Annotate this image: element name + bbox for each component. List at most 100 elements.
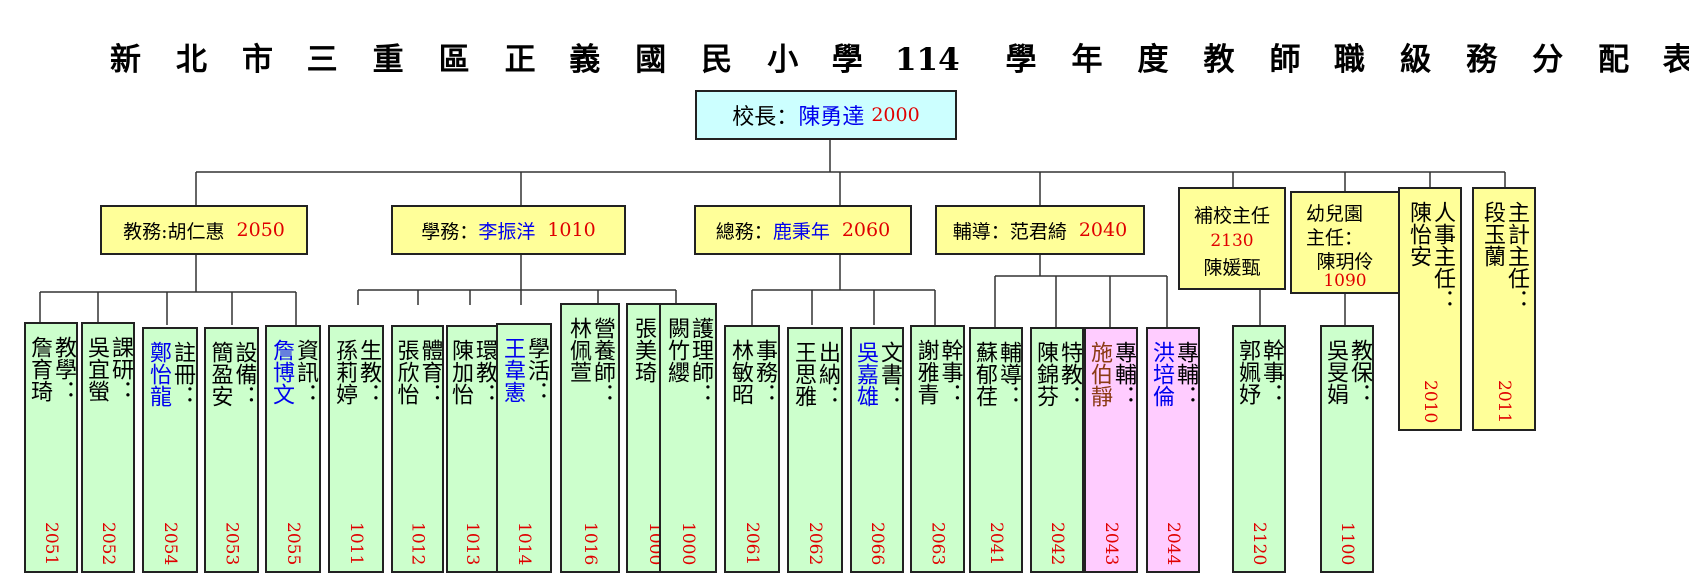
title-char: 正 bbox=[504, 42, 536, 78]
staff-name: 張美琦 bbox=[631, 317, 656, 383]
staff-box: 資訊：詹博文 2055 bbox=[265, 325, 321, 573]
personnel-director-box: 陳怡安人事主任： 2010 bbox=[1398, 187, 1462, 431]
department-role: 總務： bbox=[715, 220, 773, 243]
staff-role: 教保： bbox=[1347, 339, 1372, 405]
staff-role: 特教： bbox=[1057, 341, 1082, 407]
department-head-name: 胡仁惠 bbox=[167, 220, 225, 243]
title-char: 度 bbox=[1137, 42, 1169, 78]
supplementary-name: 陳媛甄 bbox=[1203, 257, 1261, 279]
staff-name: 闕竹纓 bbox=[664, 317, 689, 383]
staff-role: 輔導： bbox=[996, 341, 1021, 407]
title-char: 配 bbox=[1598, 42, 1630, 78]
staff-box: 環教：陳加怡 1013 bbox=[446, 325, 498, 573]
title-char: 年 bbox=[1071, 42, 1103, 78]
title-char: 小 bbox=[767, 42, 799, 78]
staff-box: 護理師：闕竹纓 1000 bbox=[659, 303, 717, 573]
staff-role: 出納： bbox=[815, 341, 840, 407]
staff-role: 資訊： bbox=[293, 339, 318, 405]
department-ext: 2060 bbox=[841, 219, 891, 241]
staff-role: 幹事： bbox=[937, 339, 963, 405]
staff-name: 簡盈安 bbox=[207, 341, 233, 407]
staff-role: 教學： bbox=[51, 336, 76, 402]
title-char: 區 bbox=[438, 42, 470, 78]
title-char: 民 bbox=[701, 42, 733, 78]
department-head-name: 鹿秉年 bbox=[772, 220, 830, 243]
staff-name: 張欣怡 bbox=[393, 339, 419, 405]
department-role: 輔導： bbox=[952, 220, 1010, 243]
staff-name: 詹育琦 bbox=[27, 336, 52, 402]
kindergarten-subtitle: 主任： bbox=[1306, 227, 1364, 249]
staff-name: 吳旻娟 bbox=[1323, 339, 1348, 405]
personnel-role: 人事主任： bbox=[1430, 201, 1455, 311]
title-char: 重 bbox=[372, 42, 404, 78]
staff-ext: 2052 bbox=[98, 521, 118, 565]
kindergarten-ext: 1090 bbox=[1323, 271, 1367, 291]
department-box: 輔導：范君綺 2040 bbox=[935, 205, 1145, 255]
department-role: 學務： bbox=[421, 220, 479, 243]
staff-role: 課研： bbox=[108, 336, 133, 402]
accounting-name: 段玉蘭 bbox=[1480, 201, 1505, 267]
title-char: 師 bbox=[1269, 42, 1301, 78]
staff-role: 營養師： bbox=[590, 317, 615, 405]
department-head-name: 李振洋 bbox=[478, 220, 536, 243]
title-char: 國 bbox=[635, 42, 667, 78]
title-char: 學 bbox=[1005, 42, 1037, 78]
kindergarten-title: 幼兒園 bbox=[1306, 203, 1364, 225]
staff-role: 文書： bbox=[877, 341, 902, 407]
personnel-name: 陳怡安 bbox=[1406, 201, 1431, 267]
supplementary-ext: 2130 bbox=[1210, 231, 1254, 251]
staff-name: 謝雅青 bbox=[913, 339, 939, 405]
staff-name: 蘇郁荏 bbox=[972, 341, 997, 407]
staff-ext: 1011 bbox=[346, 521, 366, 565]
title-char: 北 bbox=[176, 42, 207, 78]
staff-name: 吳嘉雄 bbox=[853, 341, 878, 407]
kindergarten-name: 陳玥伶 bbox=[1316, 251, 1374, 273]
staff-ext: 2063 bbox=[927, 521, 948, 565]
title-char: 義 bbox=[569, 42, 601, 78]
staff-role: 設備： bbox=[231, 341, 257, 407]
accounting-ext: 2011 bbox=[1494, 379, 1514, 423]
department-head-name: 范君綺 bbox=[1009, 220, 1067, 243]
title-char: 教 bbox=[1203, 42, 1235, 78]
staff-name: 陳加怡 bbox=[448, 339, 473, 405]
title-char: 分 bbox=[1532, 42, 1564, 78]
staff-ext: 1013 bbox=[462, 521, 482, 565]
staff-role: 體育： bbox=[417, 339, 443, 405]
department-role: 教務: bbox=[123, 220, 168, 243]
staff-ext: 2055 bbox=[283, 521, 303, 565]
staff-ext: 1000 bbox=[678, 521, 698, 565]
staff-box: 體育：張欣怡 1012 bbox=[391, 325, 444, 573]
principal-box: 校長：陳勇達 2000 bbox=[695, 90, 957, 140]
principal-ext: 2000 bbox=[871, 104, 920, 126]
staff-name: 詹博文 bbox=[269, 339, 294, 405]
staff-ext: 2054 bbox=[160, 521, 180, 565]
department-ext: 2040 bbox=[1078, 219, 1128, 241]
staff-ext: 2061 bbox=[742, 521, 762, 565]
staff-role: 護理師： bbox=[688, 317, 713, 405]
department-ext: 1010 bbox=[547, 219, 596, 241]
principal-name: 陳勇達 bbox=[798, 105, 865, 130]
staff-ext: 2053 bbox=[221, 521, 242, 565]
title-char: 三 bbox=[306, 42, 338, 78]
staff-role: 註冊： bbox=[170, 341, 195, 407]
staff-role: 環教： bbox=[472, 339, 497, 405]
title-char: 學 bbox=[831, 42, 863, 78]
staff-name: 王思雅 bbox=[791, 341, 816, 407]
staff-ext: 1012 bbox=[407, 521, 428, 565]
staff-box: 幹事：謝雅青 2063 bbox=[910, 325, 965, 573]
